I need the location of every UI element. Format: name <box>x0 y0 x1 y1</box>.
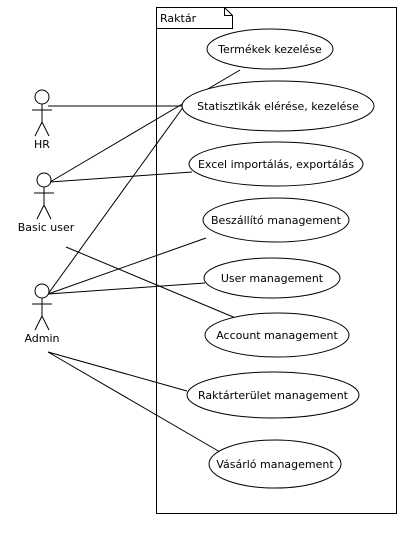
use-case-termekek[interactable]: Termékek kezelése <box>206 28 334 70</box>
use-case-label: User management <box>221 272 324 285</box>
use-case-label: Termékek kezelése <box>217 43 322 56</box>
use-case-ellipse <box>204 312 350 358</box>
package-name: Raktár <box>160 12 197 25</box>
use-case-label: Account management <box>216 329 338 342</box>
use-case-label: Raktárterület management <box>198 389 349 402</box>
actor-head <box>36 172 52 188</box>
package-tab <box>156 7 233 29</box>
association-line-admin-uc7 <box>47 351 188 392</box>
association-line-admin-uc4 <box>47 237 207 295</box>
use-case-ellipse <box>202 197 350 243</box>
association-line-basic-uc6 <box>65 246 239 320</box>
actor-label: HR <box>34 138 50 151</box>
use-case-user-management[interactable]: User management <box>203 257 341 299</box>
package-frame: Raktár <box>156 7 397 514</box>
use-case-label: Excel importálás, exportálás <box>198 158 354 171</box>
association-line-basic-uc3 <box>49 171 193 183</box>
use-case-label: Vásárló management <box>216 458 334 471</box>
use-case-ellipse <box>188 141 364 187</box>
use-case-ellipse <box>206 28 334 70</box>
use-case-ellipse <box>208 439 342 489</box>
actor-body <box>32 104 52 137</box>
actor-head <box>34 89 50 105</box>
association-line-admin-uc8 <box>47 351 221 453</box>
use-case-vasarlo[interactable]: Vásárló management <box>208 439 342 489</box>
use-case-ellipse <box>186 371 360 419</box>
actor-head <box>34 283 50 299</box>
actor-admin[interactable]: Admin <box>24 283 60 345</box>
use-case-ellipse <box>203 257 341 299</box>
associations <box>47 69 241 453</box>
actor-body <box>34 187 54 220</box>
actor-body <box>32 298 52 331</box>
use-case-statisztikak[interactable]: Statisztikák elérése, kezelése <box>181 80 375 132</box>
association-line-admin-uc2 <box>47 105 185 295</box>
use-case-raktarterulet[interactable]: Raktárterület management <box>186 371 360 419</box>
use-case-label: Beszállító management <box>211 214 342 227</box>
use-case-beszallito[interactable]: Beszállító management <box>202 197 350 243</box>
package-boundary <box>156 7 397 514</box>
use-case-excel[interactable]: Excel importálás, exportálás <box>188 141 364 187</box>
package-tab-fold <box>224 7 233 16</box>
use-case-account-management[interactable]: Account management <box>204 312 350 358</box>
association-line-admin-uc5 <box>47 282 206 295</box>
use-case-label: Statisztikák elérése, kezelése <box>197 100 359 113</box>
actor-basic-user[interactable]: Basic user <box>18 172 75 234</box>
actor-label: Admin <box>24 332 59 345</box>
use-case-ellipse <box>181 80 375 132</box>
actor-hr[interactable]: HR <box>32 89 52 151</box>
actor-label: Basic user <box>18 221 75 234</box>
